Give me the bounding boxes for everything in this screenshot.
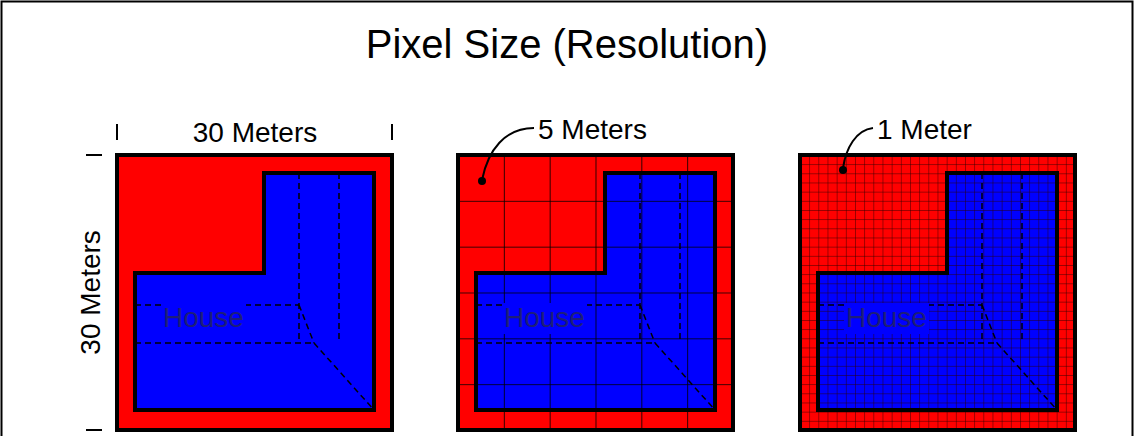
house-label: House	[161, 303, 246, 334]
title: Pixel Size (Resolution)	[366, 22, 768, 66]
house-border	[476, 173, 715, 410]
dimension-label: 30 Meters	[76, 230, 107, 355]
leader-dot	[839, 166, 847, 174]
dimension-label: 30 Meters	[193, 118, 318, 149]
roof-line	[135, 342, 314, 344]
roof-line	[338, 173, 340, 343]
pixel-size-label: 5 Meters	[538, 115, 647, 146]
roof-line	[476, 342, 655, 344]
roof-line	[314, 343, 374, 410]
roof-line	[818, 342, 997, 344]
roof-line	[655, 343, 715, 410]
roof-line	[997, 343, 1057, 410]
dimension-ticks	[86, 124, 392, 430]
roof-line	[679, 173, 681, 343]
roof-line	[982, 305, 997, 343]
panel-1m	[800, 155, 1075, 430]
roof-line	[299, 305, 314, 343]
leader-line	[843, 128, 873, 168]
roof-line	[640, 305, 655, 343]
house-shape: House	[476, 173, 715, 410]
leader-dot	[478, 177, 486, 185]
house-label: House	[844, 303, 929, 334]
pixel-size-label: 1 Meter	[877, 115, 972, 146]
roof-line	[298, 173, 300, 343]
house-outline	[135, 173, 374, 410]
house-border	[818, 173, 1057, 410]
house-shape: House	[135, 173, 374, 410]
house-outline	[818, 173, 1057, 410]
roof-line	[639, 173, 641, 343]
house-outline	[476, 173, 715, 410]
panel-30m	[117, 155, 392, 430]
roof-line	[981, 173, 983, 343]
panel-5m	[458, 155, 733, 430]
leader-line	[482, 128, 534, 180]
roof-line	[1021, 173, 1023, 343]
house-shape: House	[818, 173, 1057, 410]
house-border	[135, 173, 374, 410]
house-label: House	[502, 303, 587, 334]
